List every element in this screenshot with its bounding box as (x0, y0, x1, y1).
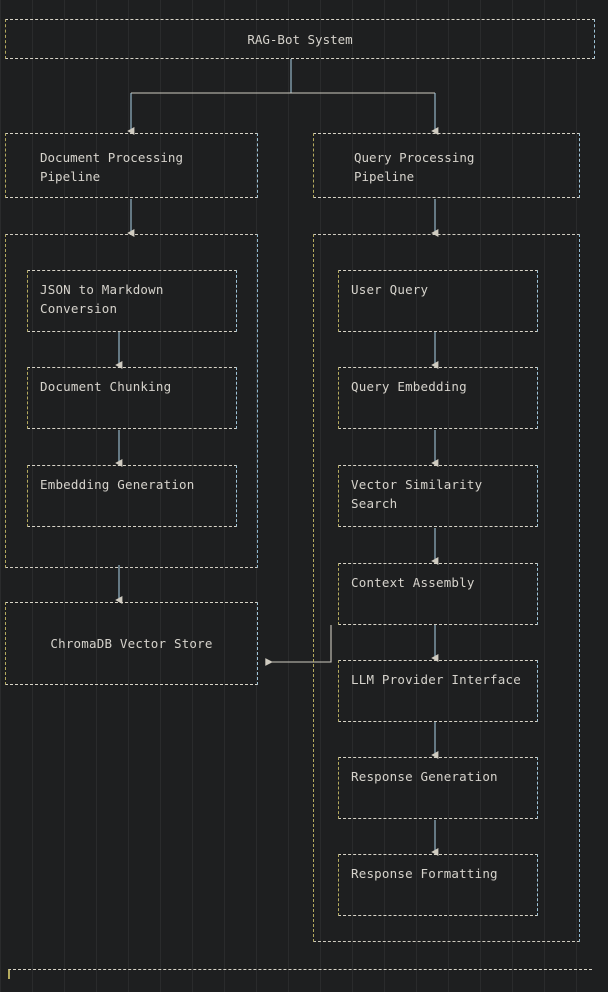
group-query-processing-pipeline (313, 234, 580, 942)
node-llm-provider-interface[interactable]: LLM Provider Interface (338, 660, 538, 722)
node-vector-similarity-search[interactable]: Vector Similarity Search (338, 465, 538, 527)
diagram-bottom-rule (8, 969, 592, 979)
node-document-chunking[interactable]: Document Chunking (27, 367, 237, 429)
node-label: User Query (351, 282, 429, 297)
node-label: Embedding Generation (40, 477, 195, 492)
node-context-assembly[interactable]: Context Assembly (338, 563, 538, 625)
node-label: Document Chunking (40, 379, 172, 394)
node-json-to-markdown-conversion[interactable]: JSON to Markdown Conversion (27, 270, 237, 332)
node-query-embedding[interactable]: Query Embedding (338, 367, 538, 429)
node-label: Response Formatting (351, 866, 498, 881)
node-response-generation[interactable]: Response Generation (338, 757, 538, 819)
node-label: RAG-Bot System (247, 31, 353, 47)
node-document-processing-pipeline[interactable]: Document Processing Pipeline (5, 133, 258, 198)
node-response-formatting[interactable]: Response Formatting (338, 854, 538, 916)
node-label: ChromaDB Vector Store (50, 636, 213, 651)
node-label: Query Embedding (351, 379, 467, 394)
node-label: Response Generation (351, 769, 498, 784)
node-label: JSON to Markdown Conversion (40, 282, 164, 316)
node-label: Vector Similarity Search (351, 477, 483, 511)
node-user-query[interactable]: User Query (338, 270, 538, 332)
node-rag-bot-system[interactable]: RAG-Bot System (5, 19, 595, 59)
node-query-processing-pipeline[interactable]: Query Processing Pipeline (313, 133, 580, 198)
node-label: LLM Provider Interface (351, 672, 521, 687)
node-label: Context Assembly (351, 575, 475, 590)
node-label: Document Processing Pipeline (40, 150, 183, 184)
node-embedding-generation[interactable]: Embedding Generation (27, 465, 237, 527)
node-chromadb-vector-store[interactable]: ChromaDB Vector Store (5, 602, 258, 685)
node-label: Query Processing Pipeline (354, 150, 475, 184)
